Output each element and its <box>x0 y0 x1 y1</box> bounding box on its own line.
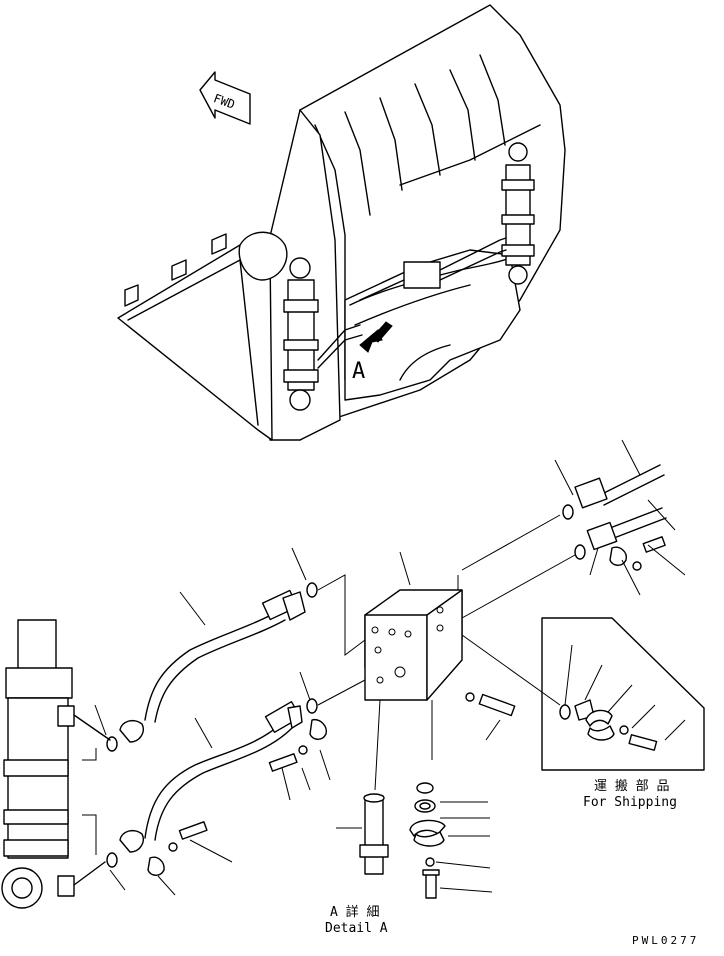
hose-upper-left <box>106 582 318 752</box>
leader-lines <box>82 439 686 896</box>
bucket-assembly <box>117 4 566 441</box>
valve-block <box>364 589 463 701</box>
shipping-label-jp: 運 搬 部 品 <box>594 779 669 794</box>
hose-lower-left <box>106 698 327 876</box>
detail-label-en: Detail A <box>325 921 388 936</box>
fwd-label: FWD <box>212 91 237 112</box>
shipping-label-en: For Shipping <box>583 795 677 810</box>
view-marker-a: A <box>352 359 365 384</box>
drawing-number: PWL0277 <box>632 934 699 947</box>
cylinder-left <box>1 619 111 909</box>
fwd-arrow: FWD <box>199 71 251 125</box>
detail-label-jp: A 詳 細 <box>330 904 379 920</box>
hose-upper-right-2 <box>574 507 667 571</box>
detail-a-parts <box>359 692 516 899</box>
hose-upper-right-1 <box>562 464 665 520</box>
shipping-inset <box>541 617 705 771</box>
